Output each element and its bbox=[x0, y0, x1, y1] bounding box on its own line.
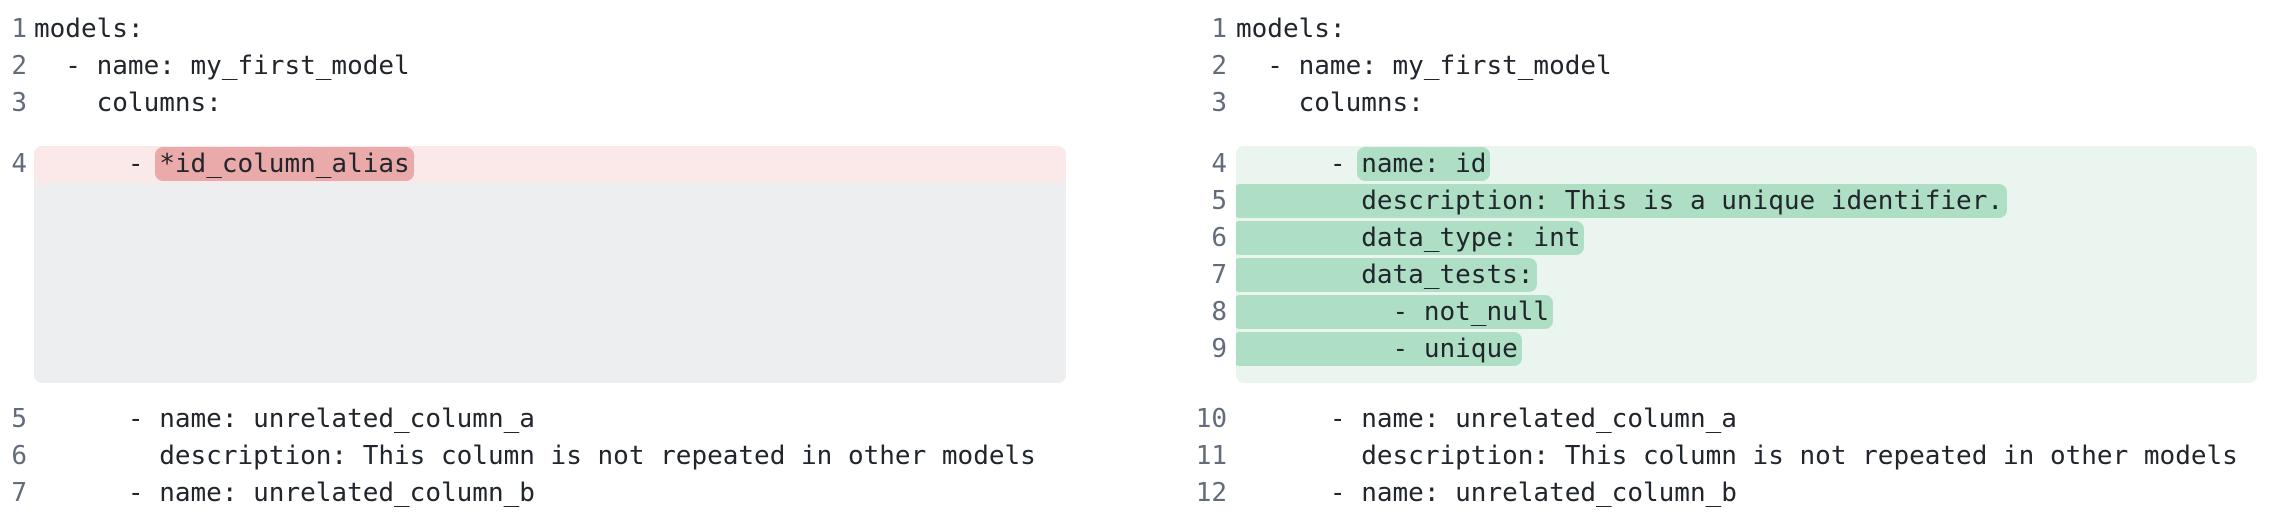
code-line: - name: my_first_model bbox=[34, 51, 410, 81]
line-number: 11 bbox=[1195, 441, 1227, 471]
line-number bbox=[0, 183, 27, 383]
line-number: 4 bbox=[11, 149, 27, 179]
added-word-highlight: data_tests: bbox=[1236, 258, 1538, 292]
diff-line: 6 data_type: int bbox=[1139, 220, 2278, 257]
code-line: models: bbox=[1236, 14, 1346, 44]
line-number: 6 bbox=[1211, 223, 1227, 253]
code-line: description: This is a unique identifier… bbox=[1236, 183, 2257, 220]
removed-word-highlight: *id_column_alias bbox=[155, 147, 414, 181]
code-line: columns: bbox=[34, 88, 222, 118]
line-number: 7 bbox=[1211, 260, 1227, 290]
line-number: 8 bbox=[1211, 297, 1227, 327]
line-number: 10 bbox=[1195, 404, 1227, 434]
line-number: 3 bbox=[1211, 88, 1227, 118]
line-number: 12 bbox=[1195, 478, 1227, 508]
code-line: description: This column is not repeated… bbox=[34, 441, 1036, 471]
added-word-highlight: - not_null bbox=[1236, 295, 1554, 329]
diff-line: 7 - name: unrelated_column_b bbox=[0, 475, 1139, 512]
code-line: models: bbox=[34, 14, 144, 44]
diff-line: 5 description: This is a unique identifi… bbox=[1139, 183, 2278, 220]
code-line: columns: bbox=[1236, 88, 1424, 118]
diff-line: 3 columns: bbox=[0, 85, 1139, 122]
code-line: - name: unrelated_column_b bbox=[1236, 478, 1737, 508]
code-line: - name: unrelated_column_b bbox=[34, 478, 535, 508]
line-number: 4 bbox=[1211, 149, 1227, 179]
diff-line: 7 data_tests: bbox=[1139, 257, 2278, 294]
diff-line: 1 models: bbox=[1139, 11, 2278, 48]
code-line: - name: unrelated_column_a bbox=[1236, 404, 1737, 434]
added-word-highlight: description: This is a unique identifier… bbox=[1236, 184, 2008, 218]
diff-line: 10 - name: unrelated_column_a bbox=[1139, 401, 2278, 438]
code-line: - name: id bbox=[1236, 146, 2257, 183]
line-number: 6 bbox=[11, 441, 27, 471]
code-line: data_tests: bbox=[1236, 257, 2257, 294]
added-word-highlight: name: id bbox=[1357, 147, 1491, 181]
diff-line: 12 - name: unrelated_column_b bbox=[1139, 475, 2278, 512]
code-line: - name: unrelated_column_a bbox=[34, 404, 535, 434]
diff-line: 6 description: This column is not repeat… bbox=[0, 438, 1139, 475]
line-number: 5 bbox=[1211, 186, 1227, 216]
collapsed-filler bbox=[34, 183, 1066, 383]
code-line: - *id_column_alias bbox=[34, 146, 1066, 183]
line-number: 2 bbox=[1211, 51, 1227, 81]
diff-line: 9 - unique bbox=[1139, 331, 2278, 383]
line-number: 1 bbox=[1211, 14, 1227, 44]
code-line: description: This column is not repeated… bbox=[1236, 441, 2238, 471]
code-line: - not_null bbox=[1236, 294, 2257, 331]
diff-line: 11 description: This column is not repea… bbox=[1139, 438, 2278, 475]
line-number: 9 bbox=[1211, 334, 1227, 364]
line-number: 2 bbox=[11, 51, 27, 81]
added-word-highlight: data_type: int bbox=[1236, 221, 1585, 255]
line-number: 5 bbox=[11, 404, 27, 434]
diff-line: 5 - name: unrelated_column_a bbox=[0, 401, 1139, 438]
diff-line: 2 - name: my_first_model bbox=[1139, 48, 2278, 85]
line-number: 7 bbox=[11, 478, 27, 508]
diff-line: 2 - name: my_first_model bbox=[0, 48, 1139, 85]
collapsed-filler-row bbox=[0, 183, 1139, 383]
added-word-highlight: - unique bbox=[1236, 332, 1522, 366]
code-line: - unique bbox=[1236, 331, 2257, 383]
diff-line: 8 - not_null bbox=[1139, 294, 2278, 331]
line-number: 1 bbox=[11, 14, 27, 44]
diff-line: 4 - name: id bbox=[1139, 146, 2278, 183]
line-number: 3 bbox=[11, 88, 27, 118]
code-line: - name: my_first_model bbox=[1236, 51, 1612, 81]
diff-line: 4 - *id_column_alias bbox=[0, 146, 1139, 183]
code-line: data_type: int bbox=[1236, 220, 2257, 257]
diff-line: 3 columns: bbox=[1139, 85, 2278, 122]
